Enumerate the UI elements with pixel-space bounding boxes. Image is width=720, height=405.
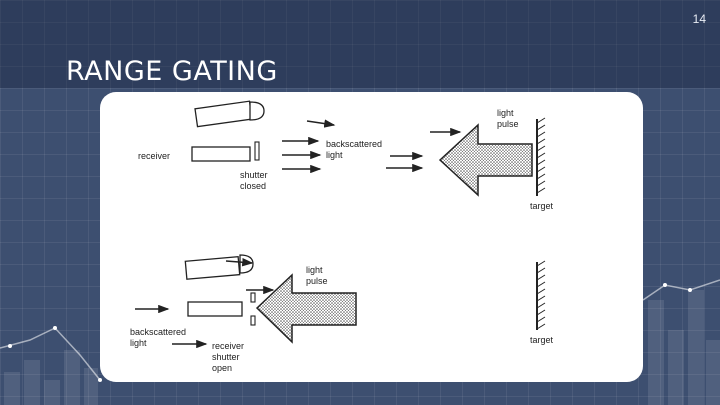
slide-number: 14 <box>692 12 706 26</box>
top-light-pulse-label-1: light <box>497 108 514 118</box>
top-laser-source <box>194 100 265 128</box>
top-light-pulse-arrow <box>438 123 533 197</box>
bottom-laser-source <box>184 254 254 280</box>
title-band <box>0 0 720 88</box>
slide-title: RANGE GATING <box>66 56 278 87</box>
top-shutter-label-1: shutter <box>240 170 268 180</box>
bottom-receiver-shutter-label-2: shutter <box>212 352 240 362</box>
bottom-shutter-open-top <box>250 292 256 303</box>
bottom-receiver-shutter-label-1: receiver <box>212 341 244 351</box>
bottom-backscatter-arrows <box>135 258 275 349</box>
bottom-light-pulse-label-2: pulse <box>306 276 328 286</box>
top-backscatter-arrows <box>282 119 462 174</box>
bottom-scene: light pulse backscattered light receiver… <box>130 254 554 373</box>
top-light-pulse-label-2: pulse <box>497 119 519 129</box>
bottom-receiver <box>187 301 243 317</box>
diagram-panel: light pulse backscattered light receiver… <box>100 92 643 382</box>
top-shutter-label-2: closed <box>240 181 266 191</box>
bottom-light-pulse-arrow <box>255 273 357 344</box>
bottom-receiver-shutter-label-3: open <box>212 363 232 373</box>
bottom-backscattered-label-1: backscattered <box>130 327 186 337</box>
bottom-backscattered-label-2: light <box>130 338 147 348</box>
top-receiver <box>191 146 251 162</box>
range-gating-diagram: light pulse backscattered light receiver… <box>130 100 554 373</box>
top-shutter-closed <box>254 141 260 161</box>
top-target <box>536 117 546 196</box>
top-scene: light pulse backscattered light receiver… <box>138 100 554 211</box>
top-target-label: target <box>530 201 554 211</box>
bottom-target-label: target <box>530 335 554 345</box>
bottom-light-pulse-label-1: light <box>306 265 323 275</box>
top-backscattered-label-1: backscattered <box>326 139 382 149</box>
top-receiver-label: receiver <box>138 151 170 161</box>
bottom-shutter-open-bottom <box>250 315 256 326</box>
top-backscattered-label-2: light <box>326 150 343 160</box>
bottom-target <box>536 260 546 330</box>
